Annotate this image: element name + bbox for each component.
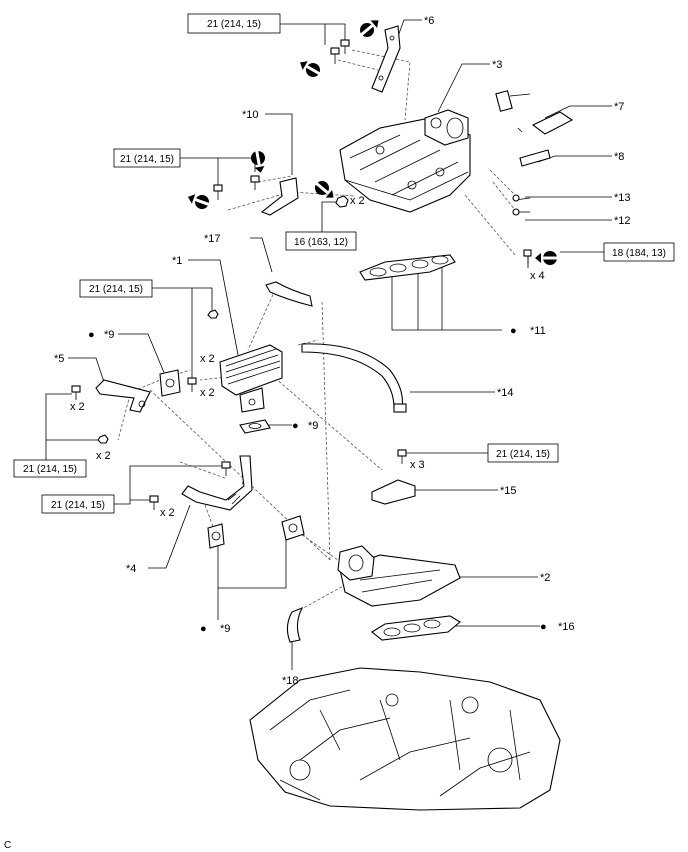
torque-value: 18 (184, 13)	[612, 248, 666, 259]
quantity-label: x 2	[70, 401, 85, 413]
intake-manifold-upper	[339, 109, 471, 213]
callout-15: *15	[500, 485, 517, 497]
quantity-label: x 4	[530, 270, 545, 282]
torque-value: 21 (214, 15)	[89, 284, 143, 295]
bullet-9-lower: ●	[200, 623, 207, 635]
torque-box: 21 (214, 15)	[487, 443, 559, 463]
bolt-icon	[213, 175, 260, 200]
torque-value: 21 (214, 15)	[496, 449, 550, 460]
torque-box: 21 (214, 15)	[79, 279, 153, 298]
hose-part-8	[519, 149, 551, 167]
egr-cooler-part-1	[219, 344, 283, 413]
gasket-icon	[239, 419, 271, 434]
torque-box: 21 (214, 15)	[41, 494, 115, 514]
bullet-9-mid: ●	[292, 420, 299, 432]
nut-icon	[207, 309, 219, 319]
figure-code: C	[4, 840, 11, 851]
bolt-icon	[187, 377, 197, 392]
callout-12: *12	[614, 215, 631, 227]
callout-9-mid: *9	[308, 420, 318, 432]
pipe-part-5	[95, 379, 151, 413]
bullet-9-upper: ●	[88, 329, 95, 341]
no-reuse-icon	[187, 194, 211, 209]
quantity-label: x 2	[350, 195, 365, 207]
gasket-icon	[281, 515, 305, 541]
callout-4: *4	[126, 563, 136, 575]
callout-3: *3	[492, 59, 502, 71]
torque-box: 21 (214, 15)	[113, 148, 181, 168]
quantity-label: x 2	[160, 507, 175, 519]
bullet-11: ●	[510, 325, 517, 337]
no-reuse-icon	[314, 181, 334, 198]
no-reuse-icon	[251, 148, 265, 173]
quantity-label: x 2	[96, 450, 111, 462]
no-reuse-icon-group	[187, 20, 559, 265]
hose-part-7	[517, 111, 574, 135]
callout-13: *13	[614, 192, 631, 204]
hose-part-17	[265, 281, 313, 307]
bolt-icon	[330, 39, 350, 64]
gasket-icon	[359, 254, 456, 281]
callout-9-lower: *9	[220, 623, 230, 635]
hose-part-13-12	[512, 194, 531, 216]
torque-box: 16 (163, 12)	[285, 231, 357, 251]
callout-2: *2	[540, 572, 550, 584]
intake-manifold-lower-part-2	[337, 545, 461, 607]
torque-box: 21 (214, 15)	[187, 13, 281, 34]
gasket-icon	[207, 523, 225, 549]
torque-value: 21 (214, 15)	[120, 154, 174, 165]
bolt-icon	[397, 449, 407, 464]
egr-pipe-part-4	[181, 455, 253, 511]
bolt-icon	[523, 249, 532, 264]
callout-6: *6	[424, 15, 434, 27]
callout-10: *10	[242, 109, 259, 121]
callout-11: *11	[530, 325, 546, 337]
bracket-part-10	[260, 177, 299, 216]
hose-part-14	[301, 343, 407, 413]
bracket-part-15	[371, 479, 416, 505]
bolt-icon	[71, 385, 81, 400]
gasket-icon	[371, 615, 461, 641]
gasket-icon	[159, 369, 181, 397]
engine-block	[249, 667, 561, 811]
callout-18: *18	[282, 675, 299, 687]
no-reuse-icon	[300, 61, 322, 77]
torque-value: 21 (214, 15)	[207, 19, 261, 30]
callout-5: *5	[54, 353, 64, 365]
bracket-part-6	[371, 25, 401, 93]
quantity-label: x 2	[200, 353, 215, 365]
callout-9-upper: *9	[104, 329, 114, 341]
no-reuse-icon	[359, 20, 379, 37]
quantity-label: x 2	[200, 387, 215, 399]
connector-part	[495, 90, 531, 112]
bolt-icon	[149, 461, 231, 510]
quantity-label: x 3	[410, 459, 425, 471]
nut-icon	[97, 434, 109, 444]
callout-1: *1	[172, 255, 182, 267]
callout-17: *17	[204, 233, 221, 245]
leader-lines	[45, 19, 612, 670]
hose-part-18	[286, 606, 304, 643]
torque-value: 21 (214, 15)	[51, 500, 105, 511]
callout-14: *14	[497, 387, 514, 399]
torque-box: 21 (214, 15)	[13, 459, 87, 478]
bullet-16: ●	[540, 621, 547, 633]
no-reuse-icon	[535, 251, 559, 265]
nut-icon	[335, 195, 349, 208]
torque-value: 21 (214, 15)	[23, 464, 77, 475]
callout-16: *16	[558, 621, 575, 633]
torque-box: 18 (184, 13)	[603, 242, 675, 262]
torque-value: 16 (163, 12)	[294, 237, 348, 248]
callout-8: *8	[614, 151, 624, 163]
callout-7: *7	[614, 101, 624, 113]
